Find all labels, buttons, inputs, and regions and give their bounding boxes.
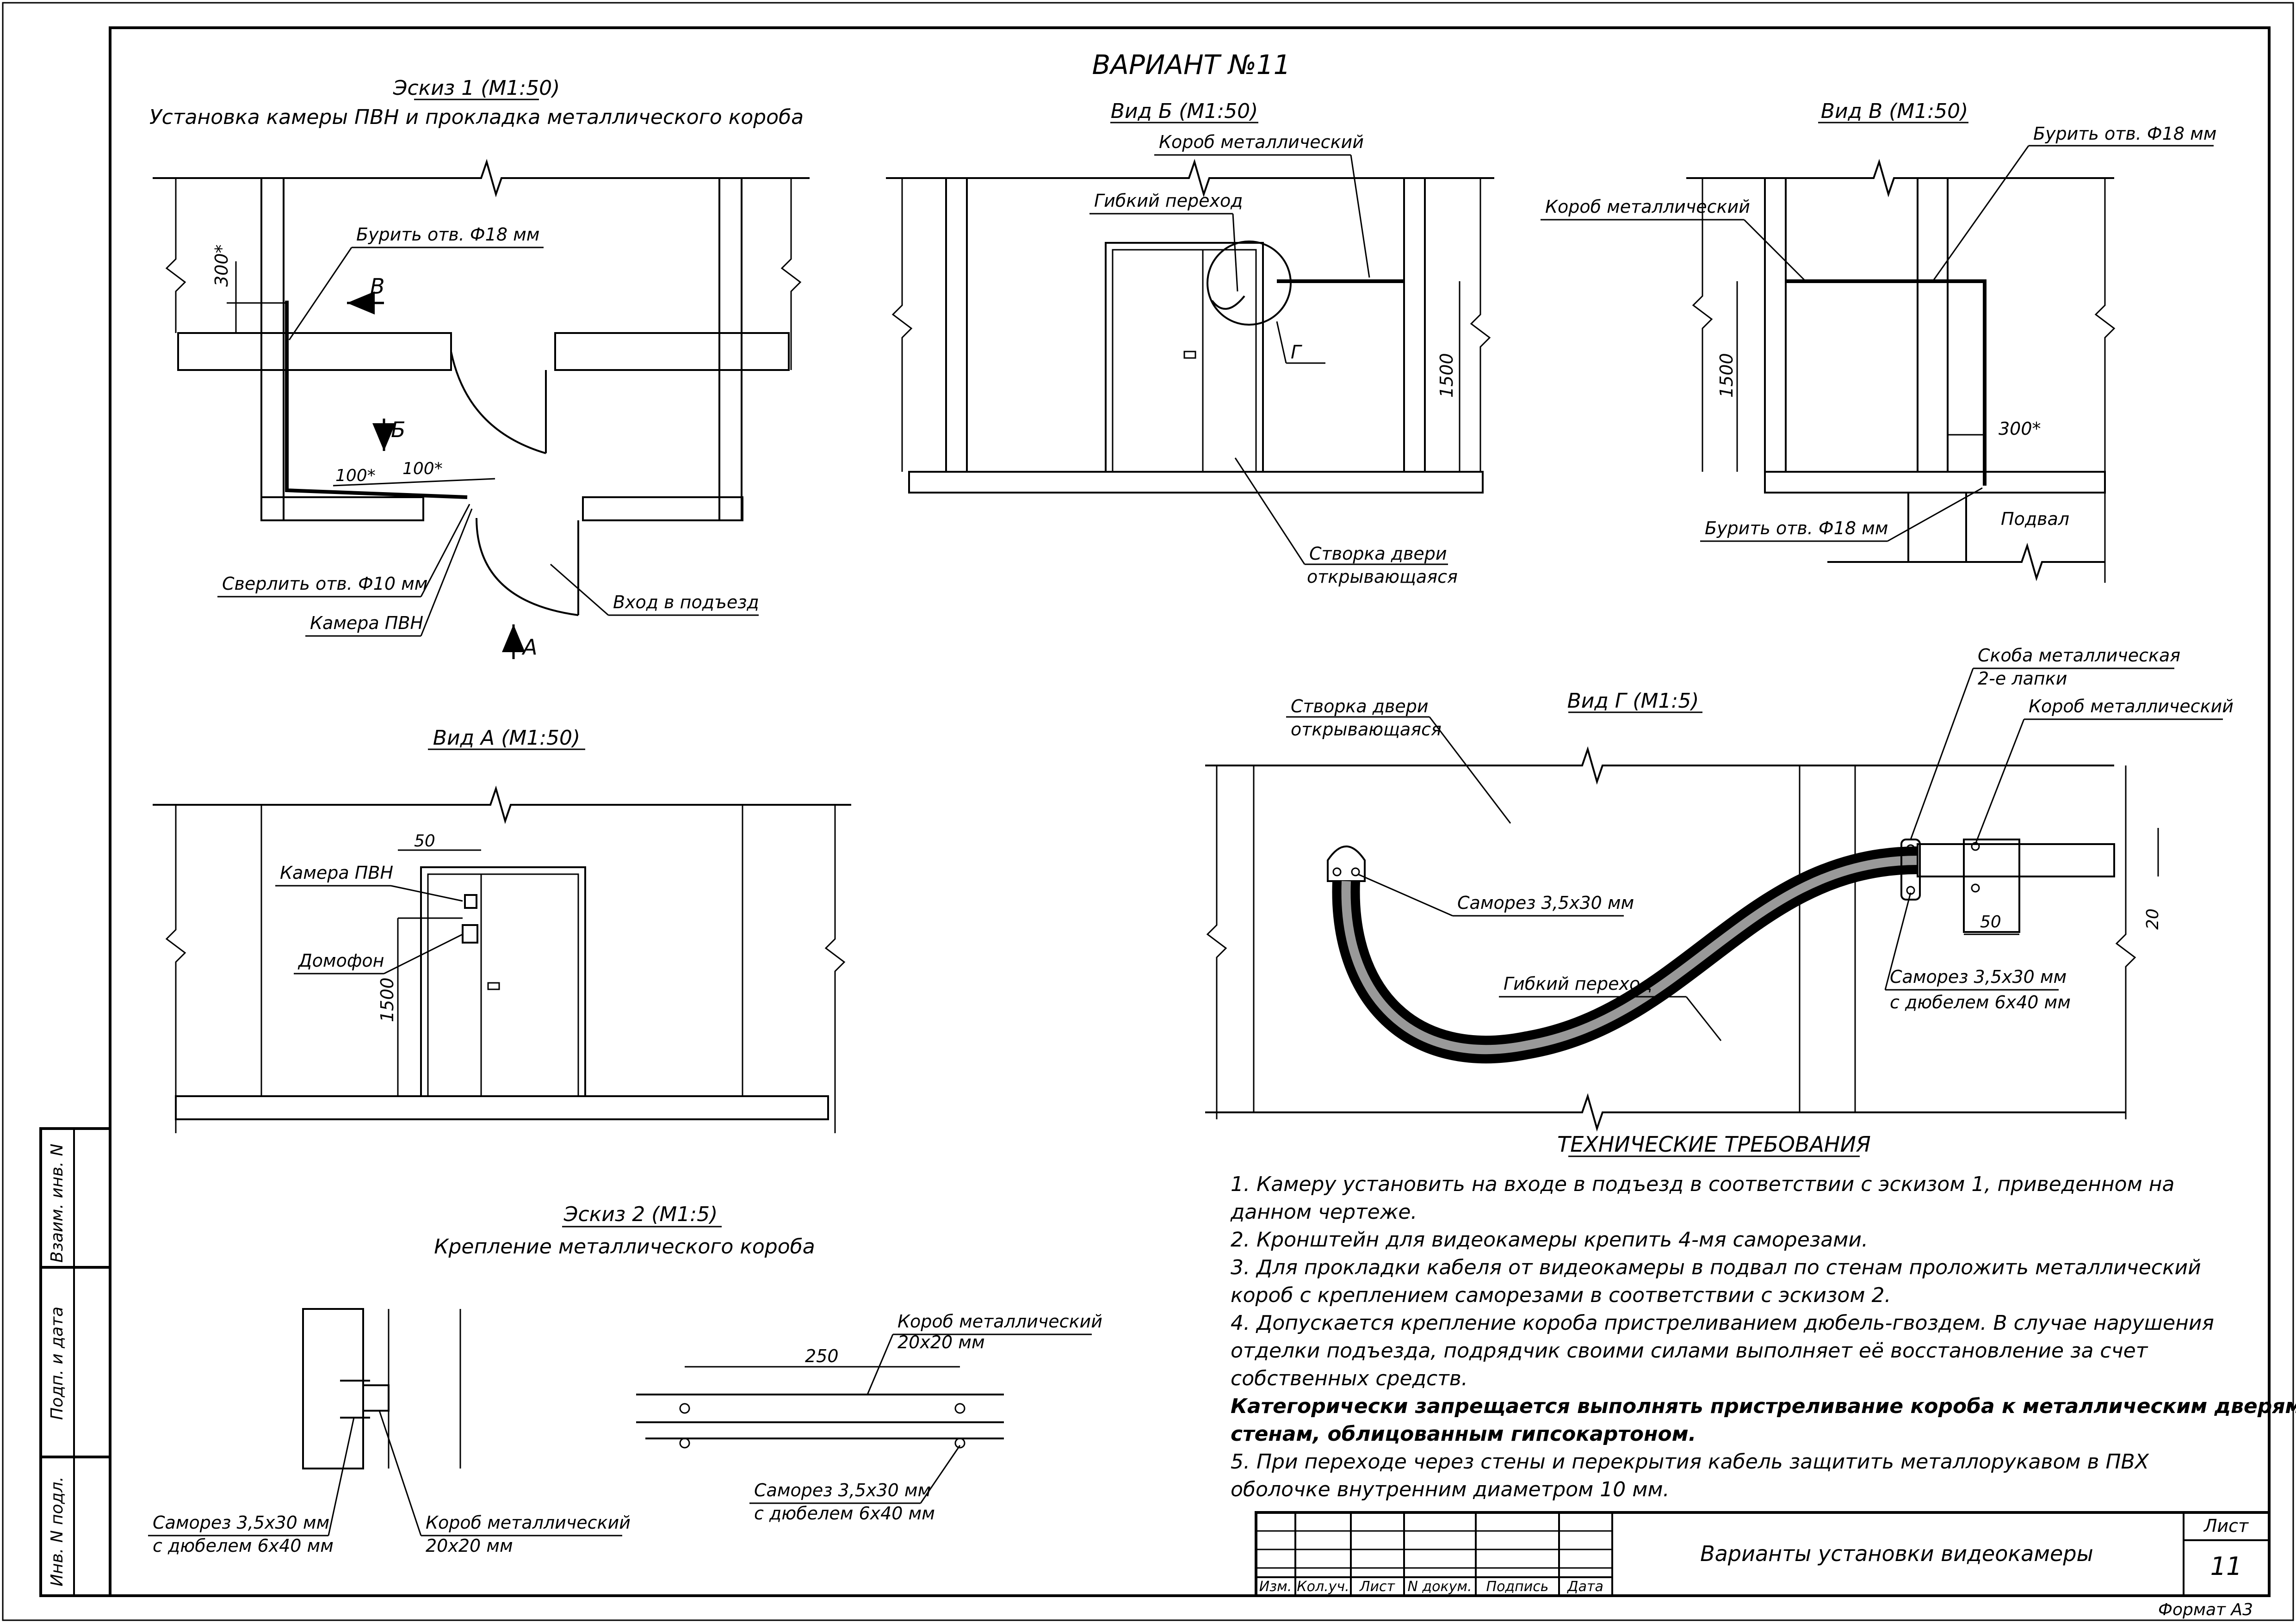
sheet-number: 11 <box>2210 1552 2242 1581</box>
vb-dim-1500: 1500 <box>1436 353 1457 398</box>
vv-drill-bottom: Бурить отв. Ф18 мм <box>1705 518 1888 538</box>
vv-drill-top: Бурить отв. Ф18 мм <box>2033 123 2216 144</box>
req-title: ТЕХНИЧЕСКИЕ ТРЕБОВАНИЯ <box>1557 1132 1871 1157</box>
side-label-0: Взаим. инв. N <box>48 1144 67 1263</box>
req-line-6: отделки подъезда, подрядчик своими силам… <box>1231 1339 2148 1363</box>
s1-drill18: Бурить отв. Ф18 мм <box>356 224 539 245</box>
vg-flex: Гибкий переход <box>1504 974 1652 994</box>
va-dim-1500: 1500 <box>377 977 397 1022</box>
stamp-col-0: Изм. <box>1259 1579 1292 1595</box>
vg-title: Вид Г (М1:5) <box>1567 689 1699 713</box>
vg-screw-dowel: Саморез 3,5х30 мм <box>1890 967 2067 987</box>
vb-door-leaf2: открывающаяся <box>1307 567 1458 587</box>
vb-g-label: Г <box>1291 342 1302 363</box>
stamp-col-3: N докум. <box>1407 1579 1472 1595</box>
s1-entrance: Вход в подъезд <box>613 592 759 612</box>
s1-dim-300: 300* <box>211 244 232 287</box>
s1-dim-100b: 100* <box>402 459 443 478</box>
vv-dim-1500: 1500 <box>1716 353 1737 398</box>
drawing-frame <box>109 26 2271 1597</box>
s2-screw: Саморез 3,5х30 мм <box>754 1480 931 1500</box>
va-title: Вид А (М1:50) <box>433 726 580 750</box>
vg-dim-50: 50 <box>1980 913 2001 932</box>
stamp-col-1: Кол.уч. <box>1297 1579 1349 1595</box>
vg-dim-20: 20 <box>2143 908 2162 930</box>
side-label-2: Инв. N подл. <box>48 1476 67 1586</box>
stamp-col-4: Подпись <box>1486 1579 1549 1595</box>
sketch2-title: Эскиз 2 (М1:5) <box>563 1203 718 1226</box>
s1-dim-100a: 100* <box>335 466 376 485</box>
sheet-label: Лист <box>2203 1516 2249 1536</box>
va-camera: Камера ПВН <box>280 863 393 883</box>
req-line-3: 3. Для прокладки кабеля от видеокамеры в… <box>1231 1256 2201 1279</box>
req-line-5: 4. Допускается крепление короба пристрел… <box>1231 1311 2214 1335</box>
req-bold-1: стенам, облицованным гипсокартоном. <box>1231 1422 1696 1446</box>
vb-door-leaf: Створка двери <box>1309 543 1447 564</box>
req-line-0: 1. Камеру установить на входе в подъезд … <box>1231 1173 2175 1196</box>
s2-box-size: 20х20 мм <box>897 1332 985 1352</box>
req-line-4: короб с креплением саморезами в соответс… <box>1231 1284 1891 1307</box>
vb-title: Вид Б (М1:50) <box>1111 99 1258 123</box>
s1-arrow-b: Б <box>391 417 406 442</box>
s2-box-left: Короб металлический <box>426 1512 631 1533</box>
va-intercom: Домофон <box>297 950 384 971</box>
va-dim-50: 50 <box>414 832 435 851</box>
sketch-1: Эскиз 1 (М1:50) Установка камеры ПВН и п… <box>149 76 810 660</box>
vb-flex: Гибкий переход <box>1094 191 1243 211</box>
vg-bracket: Скоба металлическая <box>1978 645 2180 666</box>
vv-basement: Подвал <box>2001 509 2069 529</box>
sketch-2: Эскиз 2 (М1:5) Крепление металлического … <box>148 1203 1102 1556</box>
req-line-7: собственных средств. <box>1231 1367 1468 1390</box>
vg-bracket2: 2-е лапки <box>1978 668 2067 689</box>
req-tail-1: оболочке внутренним диаметром 10 мм. <box>1231 1478 1670 1501</box>
side-label-1: Подп. и дата <box>48 1307 67 1420</box>
vg-screw: Саморез 3,5х30 мм <box>1457 893 1634 913</box>
sketch1-subtitle: Установка камеры ПВН и прокладка металли… <box>149 105 804 129</box>
side-stamp: Взаим. инв. N Подп. и дата Инв. N подл. <box>39 1127 111 1597</box>
stamp-col-2: Лист <box>1359 1579 1396 1595</box>
vg-box: Короб металлический <box>2029 696 2234 716</box>
vb-box: Короб металлический <box>1159 132 1364 152</box>
s1-camera: Камера ПВН <box>310 613 423 633</box>
s2-screw2: с дюбелем 6х40 мм <box>754 1503 935 1524</box>
req-line-1: данном чертеже. <box>1230 1200 1417 1224</box>
stamp-col-5: Дата <box>1566 1579 1603 1595</box>
view-b: Вид Б (М1:50) 1500 Короб металлический Г… <box>886 99 1494 587</box>
view-g: Вид Г (М1:5) 50 20 Створка двери о <box>1205 645 2234 1132</box>
s2-box-left2: 20х20 мм <box>426 1536 513 1556</box>
technical-requirements: ТЕХНИЧЕСКИЕ ТРЕБОВАНИЯ 1. Камеру установ… <box>1230 1132 2296 1501</box>
title-block: Изм. Кол.уч. Лист N докум. Подпись Дата … <box>1255 1511 2271 1619</box>
req-tail-0: 5. При переходе через стены и перекрытия… <box>1231 1450 2149 1474</box>
s1-arrow-v: В <box>370 274 385 299</box>
req-bold-0: Категорически запрещается выполнять прис… <box>1231 1395 2296 1418</box>
s2-dim-250: 250 <box>805 1346 839 1366</box>
vv-title: Вид В (М1:50) <box>1821 99 1968 123</box>
vg-door-leaf2: открывающаяся <box>1291 719 1442 740</box>
vv-dim-300: 300* <box>1999 419 2041 439</box>
s2-screw-left2: с дюбелем 6х40 мм <box>153 1536 334 1556</box>
view-v: Вид В (М1:50) 1500 300* Бурить отв. Ф18 … <box>1541 99 2216 583</box>
s2-box: Короб металлический <box>897 1311 1102 1332</box>
drawing-title: Варианты установки видеокамеры <box>1700 1541 2093 1566</box>
vg-door-leaf: Створка двери <box>1291 696 1429 716</box>
sketch2-subtitle: Крепление металлического короба <box>434 1235 815 1259</box>
vg-screw-dowel2: с дюбелем 6х40 мм <box>1890 992 2071 1012</box>
sheet-format: Формат А3 <box>2158 1600 2253 1619</box>
sketch1-title: Эскиз 1 (М1:50) <box>393 76 560 100</box>
s2-screw-left: Саморез 3,5х30 мм <box>153 1512 329 1533</box>
req-line-2: 2. Кронштейн для видеокамеры крепить 4-м… <box>1231 1228 1868 1252</box>
s1-drill10: Сверлить отв. Ф10 мм <box>222 574 427 594</box>
vv-box: Короб металлический <box>1545 197 1750 217</box>
view-a: Вид А (М1:50) 50 1500 Камера ПВН Домофон <box>153 726 851 1133</box>
variant-title: ВАРИАНТ №11 <box>1092 49 1290 80</box>
s1-arrow-a: А <box>521 635 537 660</box>
